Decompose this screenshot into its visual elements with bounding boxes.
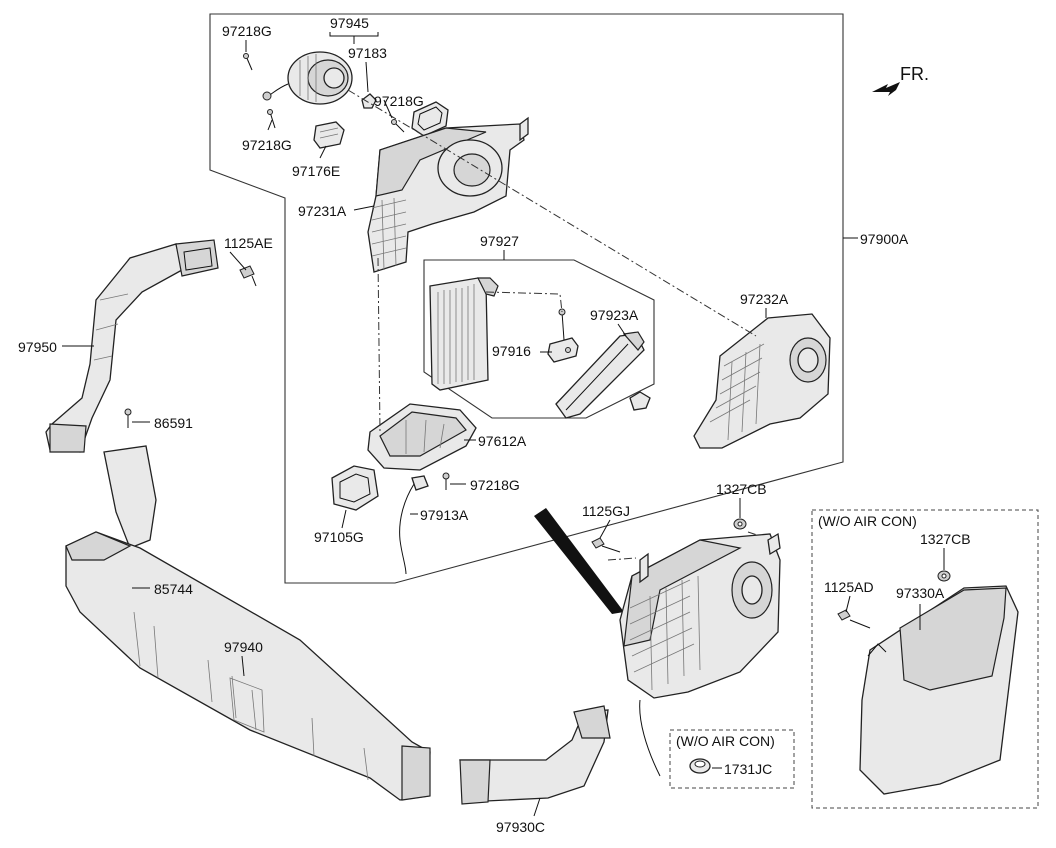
blower-motor bbox=[262, 51, 353, 105]
label-1327cb-a: 1327CB bbox=[716, 481, 767, 497]
label-97900a: 97900A bbox=[860, 231, 909, 247]
note-wo-air-con-small: (W/O AIR CON) bbox=[676, 733, 775, 749]
screw-97218g-a bbox=[243, 53, 253, 71]
explode-line-3 bbox=[485, 291, 563, 313]
gasket-97105g bbox=[331, 465, 379, 511]
resistor-97176e bbox=[313, 121, 345, 149]
label-97913a: 97913A bbox=[420, 507, 469, 523]
label-97940: 97940 bbox=[224, 639, 263, 655]
label-97218g-b: 97218G bbox=[374, 93, 424, 109]
bolt-1125ad bbox=[837, 609, 871, 629]
label-1327cb-b: 1327CB bbox=[920, 531, 971, 547]
label-97218g-c: 97218G bbox=[242, 137, 292, 153]
screw-97218g-c bbox=[267, 109, 276, 129]
clip-86591 bbox=[124, 408, 132, 428]
label-97231a: 97231A bbox=[298, 203, 347, 219]
fr-label: FR. bbox=[900, 64, 929, 84]
bracket-97916 bbox=[547, 308, 579, 363]
label-1731jc: 1731JC bbox=[724, 761, 772, 777]
evaporator-core bbox=[429, 277, 499, 391]
label-86591: 86591 bbox=[154, 415, 193, 431]
cover-97330a bbox=[859, 585, 1019, 795]
label-97945: 97945 bbox=[330, 15, 369, 31]
label-97183: 97183 bbox=[348, 45, 387, 61]
label-97950: 97950 bbox=[18, 339, 57, 355]
label-97612a: 97612A bbox=[478, 433, 527, 449]
label-1125ad: 1125AD bbox=[824, 579, 874, 595]
label-97232a: 97232A bbox=[740, 291, 789, 307]
drain-hose-97913a bbox=[399, 475, 429, 575]
screw-97218g-d bbox=[442, 472, 450, 490]
label-97330a: 97330A bbox=[896, 585, 945, 601]
wo-air-con-main-box bbox=[811, 509, 1039, 809]
label-97923a: 97923A bbox=[590, 307, 639, 323]
label-97218g-a: 97218G bbox=[222, 23, 272, 39]
washer-1327cb-a bbox=[733, 518, 747, 530]
explode-line-2 bbox=[377, 257, 381, 433]
front-direction-indicator: FR. bbox=[872, 64, 929, 96]
screw-97218g-b bbox=[391, 119, 405, 133]
assembled-hvac-unit bbox=[619, 532, 781, 777]
label-85744: 85744 bbox=[154, 581, 193, 597]
label-97916: 97916 bbox=[492, 343, 531, 359]
duct-97930c bbox=[459, 705, 611, 805]
upper-housing-97231a bbox=[367, 116, 529, 273]
label-1125ae: 1125AE bbox=[224, 235, 273, 251]
leader-lines bbox=[62, 32, 945, 817]
lower-case-97232a bbox=[693, 313, 831, 449]
assembly-arrow bbox=[534, 508, 624, 614]
label-1125gj: 1125GJ bbox=[582, 503, 630, 519]
label-97930c: 97930C bbox=[496, 819, 545, 835]
label-97218g-d: 97218G bbox=[470, 477, 520, 493]
pipe-97923a bbox=[555, 331, 651, 419]
grommet-1731jc bbox=[689, 758, 711, 774]
label-97927: 97927 bbox=[480, 233, 519, 249]
washer-1327cb-b bbox=[937, 570, 951, 582]
air-duct-97950 bbox=[45, 239, 219, 453]
drain-pan-97612a bbox=[367, 403, 477, 471]
label-97105g: 97105G bbox=[314, 529, 364, 545]
bolt-1125ae bbox=[239, 265, 257, 287]
bolt-1125gj bbox=[591, 537, 621, 553]
assembly-boundary bbox=[209, 13, 844, 584]
note-wo-air-con-main: (W/O AIR CON) bbox=[818, 513, 917, 529]
explode-line-4 bbox=[607, 557, 637, 561]
label-97176e: 97176E bbox=[292, 163, 340, 179]
floor-duct-97940 bbox=[65, 445, 431, 801]
